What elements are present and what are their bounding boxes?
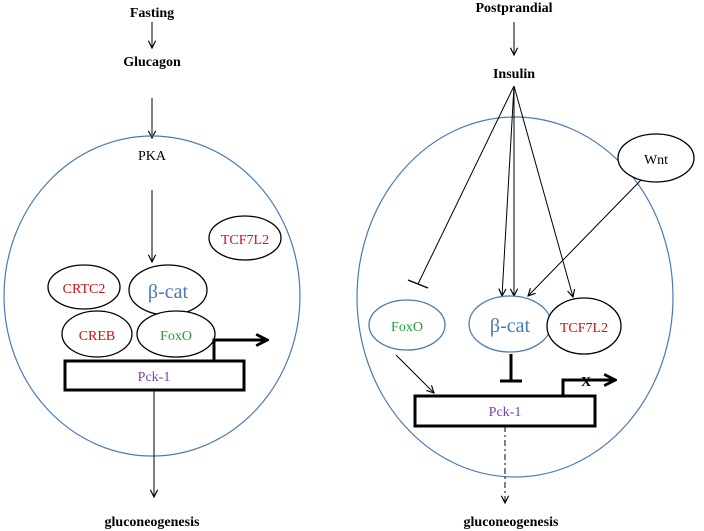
gluconeogenesis-label-right: gluconeogenesis	[464, 515, 559, 530]
pck1-label-left: Pck-1	[138, 370, 171, 385]
tcf7l2-node-right	[546, 297, 622, 355]
pck1-gene-right	[413, 394, 597, 428]
pck1-gene-left	[63, 359, 246, 392]
postprandial-panel: Postprandial Insulin Wnt FoxO β-cat TCF7…	[356, 1, 695, 530]
foxo-label-left: FoxO	[160, 329, 192, 344]
bcat-label-left: β-cat	[148, 281, 189, 303]
hepatocyte-cell-right	[356, 116, 674, 478]
wnt-node	[617, 133, 695, 183]
foxo-label-right: FoxO	[391, 320, 423, 335]
pck1-label-right: Pck-1	[489, 405, 522, 420]
insulin-to-bcat-arrow-a	[502, 85, 515, 296]
tcf7l2-label-right: TCF7L2	[560, 321, 608, 336]
glucagon-label: Glucagon	[123, 55, 181, 70]
insulin-inhibits-foxo-line	[417, 85, 515, 285]
creb-node	[61, 310, 133, 358]
transcription-blocked-mark: X	[581, 375, 591, 390]
transcription-start-arrow-right	[561, 380, 614, 396]
insulin-label: Insulin	[493, 67, 535, 82]
wnt-to-bcat-arrow	[528, 179, 642, 296]
fasting-panel: Fasting Glucagon PKA TCF7L2 CRTC2 β-cat …	[3, 6, 301, 530]
crtc2-label: CRTC2	[63, 282, 106, 297]
foxo-node-right	[368, 299, 446, 351]
foxo-to-pck1-arrow	[395, 354, 434, 393]
creb-label: CREB	[79, 329, 116, 344]
insulin-to-tcf7l2-arrow	[513, 85, 573, 297]
pka-label: PKA	[138, 149, 167, 164]
inhibition-bar-foxo	[407, 279, 429, 289]
foxo-node-left	[136, 310, 216, 358]
crtc2-node	[47, 264, 121, 310]
wnt-label: Wnt	[644, 153, 668, 168]
postprandial-label: Postprandial	[475, 1, 552, 16]
hepatocyte-cell-left	[3, 135, 301, 457]
transcription-start-arrow-left	[212, 340, 266, 361]
bcat-label-right: β-cat	[490, 315, 531, 337]
fasting-label: Fasting	[130, 6, 174, 21]
gluconeogenesis-label-left: gluconeogenesis	[105, 515, 200, 530]
tcf7l2-node-left	[208, 215, 282, 261]
tcf7l2-label-left: TCF7L2	[221, 233, 269, 248]
